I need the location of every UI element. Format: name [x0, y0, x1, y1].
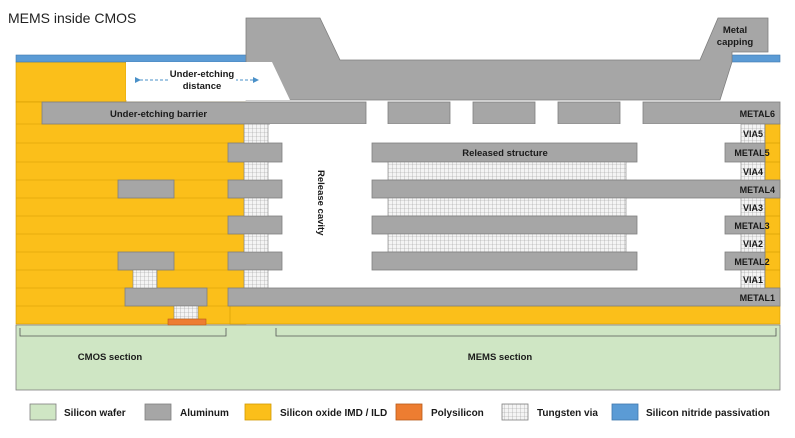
legend-silicon-nitride: Silicon nitride passivation [646, 408, 770, 419]
cmos-metal-stubs [117, 142, 283, 307]
silicon-wafer-swatch [29, 403, 57, 421]
under-etching-barrier-label: Under-etching barrier [110, 109, 207, 120]
metal1-layer [227, 287, 781, 307]
legend-aluminum: Aluminum [180, 408, 229, 419]
under-etching-distance-label-2: distance [183, 81, 222, 92]
aluminum-swatch [144, 403, 172, 421]
right-tungsten-vias [740, 123, 766, 289]
legend-silicon-wafer: Silicon wafer [64, 408, 126, 419]
released-structure [371, 142, 781, 271]
under-etching-distance-label-1: Under-etching [170, 69, 235, 80]
diagram-title: MEMS inside CMOS [8, 10, 136, 26]
metal-capping [245, 17, 769, 101]
legend-tungsten-via: Tungsten via [537, 408, 598, 419]
nitride-passivation-right [731, 54, 781, 63]
metal2-label: METAL2 [734, 257, 769, 267]
metal1-label: METAL1 [740, 293, 775, 303]
legend-polysilicon: Polysilicon [431, 408, 484, 419]
polysilicon-swatch [395, 403, 423, 421]
metal6-layer [41, 101, 781, 125]
released-structure-label: Released structure [462, 148, 548, 159]
via1-label: VIA1 [743, 275, 763, 285]
metal6-label: METAL6 [740, 109, 775, 119]
legend: Silicon wafer Aluminum Silicon oxide IMD… [29, 403, 770, 421]
cmos-tungsten-vias [132, 123, 269, 320]
nitride-passivation-left [15, 54, 276, 63]
polysilicon-gate [167, 318, 207, 326]
cmos-section-bracket [19, 328, 227, 337]
cmos-section-label: CMOS section [78, 352, 143, 363]
metal4-label: METAL4 [740, 185, 775, 195]
release-cavity-label: Release cavity [315, 170, 326, 236]
mems-section-bracket [275, 328, 777, 337]
metal5-label: METAL5 [734, 148, 769, 158]
legend-silicon-oxide: Silicon oxide IMD / ILD [280, 408, 387, 419]
metal-capping-label-2: capping [717, 37, 754, 48]
via3-label: VIA3 [743, 203, 763, 213]
metal3-label: METAL3 [734, 221, 769, 231]
silicon-nitride-swatch [611, 403, 639, 421]
tungsten-via-swatch [501, 403, 529, 421]
via2-label: VIA2 [743, 239, 763, 249]
layer-labels: METAL6 VIA5 METAL5 VIA4 METAL4 VIA3 META… [734, 109, 775, 303]
via4-label: VIA4 [743, 167, 763, 177]
silicon-oxide-swatch [244, 403, 272, 421]
mems-section-label: MEMS section [468, 352, 533, 363]
metal-capping-label-1: Metal [723, 25, 747, 36]
right-metal-anchors [724, 142, 766, 271]
via5-label: VIA5 [743, 129, 763, 139]
